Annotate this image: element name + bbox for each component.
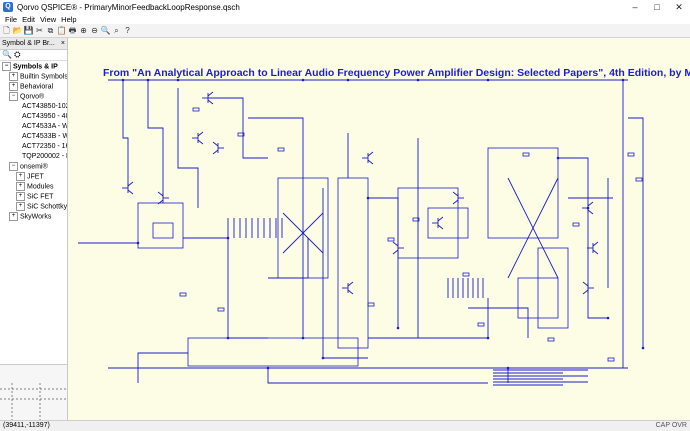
symbol-browser-panel: Symbol & IP Br... × 🔍 ⛭ −Symbols & IP+Bu…	[0, 38, 68, 420]
symbol-tree: −Symbols & IP+Builtin Symbols(N+Behavior…	[0, 61, 67, 222]
tree-item[interactable]: +JFET	[0, 172, 67, 182]
panel-title: Symbol & IP Br...	[2, 40, 55, 47]
tree-item-label: onsemi®	[20, 163, 48, 171]
title-bar: Q Qorvo QSPICE® - PrimaryMinorFeedbackLo…	[0, 0, 690, 14]
tree-item-label: SiC FET	[27, 193, 54, 201]
schematic-banner-text: From "An Analytical Approach to Linear A…	[103, 67, 690, 79]
tree-item[interactable]: −onsemi®	[0, 162, 67, 172]
menu-bar: File Edit View Help	[0, 14, 690, 24]
tree-item[interactable]: ACT4533A - Wi	[0, 122, 67, 132]
panel-close-icon[interactable]: ×	[60, 40, 65, 47]
panel-header: Symbol & IP Br... ×	[0, 38, 67, 50]
tree-item[interactable]: +SiC Schottky	[0, 202, 67, 212]
tree-item[interactable]: −Symbols & IP	[0, 62, 67, 72]
tree-item[interactable]: +SiC FET	[0, 192, 67, 202]
find-icon[interactable]: ⌕	[114, 26, 119, 35]
tree-item-label: Symbols & IP	[13, 63, 58, 71]
schematic-canvas[interactable]: From "An Analytical Approach to Linear A…	[68, 38, 690, 420]
tree-item-label: Qorvo®	[20, 93, 45, 101]
close-button[interactable]: ✕	[675, 2, 683, 12]
menu-file[interactable]: File	[5, 14, 18, 24]
panel-tools[interactable]: 🔍 ⛭	[0, 50, 67, 61]
schematic-drawing	[78, 78, 645, 386]
window-title: Qorvo QSPICE® - PrimaryMinorFeedbackLoop…	[17, 2, 240, 12]
open-icon[interactable]: 📂	[12, 26, 23, 35]
qspice-app-icon: Q	[3, 2, 13, 12]
expand-icon[interactable]: +	[9, 72, 18, 81]
minimize-button[interactable]: –	[632, 2, 638, 12]
cursor-coordinates: (39411,-11397)	[3, 422, 50, 429]
tree-item[interactable]: ACT43950 - 400	[0, 112, 67, 122]
save-icon[interactable]: 💾	[23, 26, 34, 35]
zoom-out-icon[interactable]: ⊖	[91, 26, 98, 35]
collapse-icon[interactable]: −	[2, 62, 11, 71]
tree-item[interactable]: ACT43850-102	[0, 102, 67, 112]
collapse-icon[interactable]: −	[9, 162, 18, 171]
paste-icon[interactable]: 📋	[56, 26, 67, 35]
tree-item[interactable]: +Modules	[0, 182, 67, 192]
expand-icon[interactable]: +	[16, 192, 25, 201]
keyboard-mode: CAP OVR	[655, 422, 687, 429]
minimap[interactable]	[0, 364, 67, 420]
tree-item[interactable]: ACT72350 - 160	[0, 142, 67, 152]
tree-item-label: SkyWorks	[20, 213, 52, 221]
help-icon[interactable]: ?	[125, 26, 130, 35]
tree-item[interactable]: +Builtin Symbols(N	[0, 72, 67, 82]
tree-item-label: ACT43850-102	[22, 103, 67, 110]
menu-view[interactable]: View	[40, 14, 57, 24]
minimap-crosshair	[0, 383, 67, 420]
search-icon[interactable]: 🔍	[100, 26, 111, 35]
menu-help[interactable]: Help	[61, 14, 77, 24]
copy-icon[interactable]: ⧉	[47, 26, 54, 35]
tree-item-label: ACT72350 - 160	[22, 143, 67, 150]
tree-item-label: SiC Schottky	[27, 203, 67, 211]
tree-item[interactable]: ACT4533B - Wic	[0, 132, 67, 142]
tree-item-label: JFET	[27, 173, 44, 181]
new-file-icon[interactable]: 🗋	[3, 26, 10, 35]
tree-item[interactable]: +Behavioral	[0, 82, 67, 92]
tree-item-label: ACT4533B - Wic	[22, 133, 67, 140]
menu-edit[interactable]: Edit	[22, 14, 36, 24]
expand-icon[interactable]: +	[9, 212, 18, 221]
maximize-button[interactable]: □	[654, 2, 660, 12]
expand-icon[interactable]: +	[16, 172, 25, 181]
tree-item-label: ACT43950 - 400	[22, 113, 67, 120]
tree-item-label: ACT4533A - Wi	[22, 123, 67, 130]
tree-item[interactable]: −Qorvo®	[0, 92, 67, 102]
toolbar: 🗋 📂 💾 ✂ ⧉ 📋 🖶 ⊕ ⊖ 🔍 ⌕ ?	[0, 24, 690, 38]
tree-item[interactable]: +SkyWorks	[0, 212, 67, 222]
expand-icon[interactable]: +	[16, 182, 25, 191]
tree-item-label: Modules	[27, 183, 54, 191]
tree-item-label: TQP200002 - D	[22, 153, 67, 160]
expand-icon[interactable]: +	[9, 82, 18, 91]
tree-item-label: Behavioral	[20, 83, 54, 91]
window-controls: – □ ✕	[624, 0, 690, 14]
expand-icon[interactable]: +	[16, 202, 25, 211]
tree-item[interactable]: TQP200002 - D	[0, 152, 67, 162]
cut-icon[interactable]: ✂	[36, 26, 43, 35]
status-bar: (39411,-11397) CAP OVR	[0, 420, 690, 431]
zoom-in-icon[interactable]: ⊕	[80, 26, 87, 35]
print-icon[interactable]: 🖶	[68, 26, 77, 35]
tree-item-label: Builtin Symbols(N	[20, 73, 67, 81]
collapse-icon[interactable]: −	[9, 92, 18, 101]
